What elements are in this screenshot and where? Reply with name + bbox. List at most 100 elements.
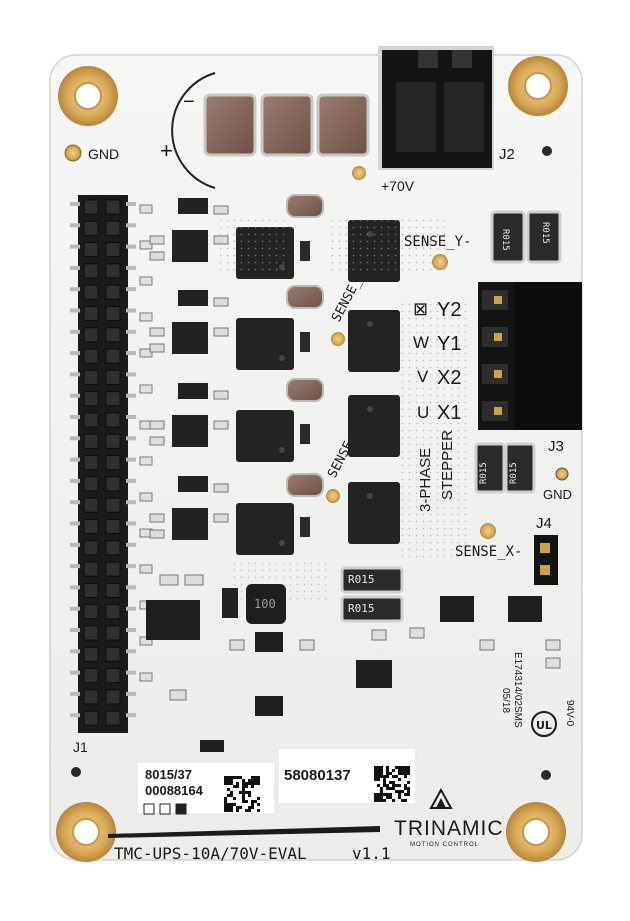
header-lead	[70, 691, 80, 696]
qr-module	[224, 797, 227, 800]
qr-module	[407, 781, 410, 784]
qr-module	[242, 794, 245, 797]
test-pad-sense-mid1	[331, 332, 345, 346]
qr-module	[227, 806, 230, 809]
header-pin	[83, 242, 99, 258]
ul-marking-line1: 94V-0	[564, 700, 575, 727]
qr-module	[239, 791, 242, 794]
header-pin	[105, 476, 121, 492]
header-pin	[83, 327, 99, 343]
qr-module	[392, 799, 395, 802]
qr-module	[398, 793, 401, 796]
qr-module	[251, 782, 254, 785]
qr-module	[383, 775, 386, 778]
qr-module	[404, 766, 407, 769]
qr-module	[395, 775, 398, 778]
checkbox-squares	[143, 803, 187, 815]
qr-module	[236, 782, 239, 785]
phase-v-symbol: V	[417, 367, 429, 386]
qr-module	[392, 787, 395, 790]
test-pad-70v	[352, 166, 366, 180]
qr-module	[230, 782, 233, 785]
qr-module	[401, 766, 404, 769]
header-pin	[105, 433, 121, 449]
mosfet-dot	[367, 493, 373, 499]
header-pin	[83, 540, 99, 556]
qr-module	[254, 782, 257, 785]
qr-module	[254, 779, 257, 782]
lower-components	[146, 574, 561, 752]
qr-module	[224, 809, 227, 812]
small-diode	[300, 424, 310, 444]
sticker-right-serial: 58080137	[284, 767, 351, 784]
qr-module	[398, 790, 401, 793]
qr-module	[389, 781, 392, 784]
header-lead	[70, 542, 80, 547]
header-pin	[105, 284, 121, 300]
qr-module	[242, 797, 245, 800]
header-pin	[83, 263, 99, 279]
smd-part	[213, 297, 229, 307]
mosfet	[236, 318, 294, 370]
qr-module	[224, 803, 227, 806]
smd-part	[139, 204, 153, 214]
qr-module	[233, 776, 236, 779]
header-lead	[70, 628, 80, 632]
header-lead	[70, 393, 80, 398]
header-lead	[126, 393, 136, 398]
header-lead	[126, 265, 136, 270]
polarity-minus-label: −	[183, 91, 195, 113]
j1-label: J1	[73, 739, 88, 755]
j2-label: J2	[499, 146, 515, 163]
header-lead	[126, 202, 136, 206]
qr-module	[236, 809, 239, 812]
gnd-label-right: GND	[543, 487, 572, 502]
header-pin	[105, 220, 121, 236]
small-chip	[178, 383, 208, 399]
header-lead	[126, 564, 136, 569]
ul-mark-icon: UL	[531, 711, 557, 737]
header-pin	[83, 561, 99, 577]
qr-module	[407, 793, 410, 796]
qr-module	[251, 776, 254, 779]
phase-w-symbol: W	[413, 333, 430, 352]
header-pin	[83, 646, 99, 662]
small-chip	[178, 476, 208, 492]
qr-module	[233, 785, 236, 788]
header-pin	[105, 242, 121, 258]
mounting-hole-top-left	[58, 66, 118, 126]
mounting-hole-bottom-left	[56, 802, 116, 862]
qr-module	[239, 776, 242, 779]
header-lead	[126, 351, 136, 356]
driver-chip	[172, 508, 208, 540]
header-lead	[126, 628, 136, 632]
header-pin	[105, 391, 121, 407]
mosfet-dot	[279, 355, 285, 361]
resistor-marking-5: R015	[479, 462, 489, 484]
header-lead	[70, 308, 80, 313]
qr-module	[407, 766, 410, 769]
phase-y2-label: Y2	[437, 299, 462, 321]
header-lead	[70, 202, 80, 206]
qr-module	[227, 776, 230, 779]
header-lead	[126, 542, 136, 547]
header-pin	[105, 668, 121, 684]
via-field-3	[400, 300, 470, 560]
header-pin	[83, 710, 99, 726]
smd-part	[213, 390, 229, 400]
header-pin	[83, 519, 99, 534]
header-pin	[83, 455, 99, 471]
header-lead	[126, 521, 136, 526]
qr-module	[224, 806, 227, 809]
qr-module	[404, 793, 407, 796]
qr-module	[242, 791, 245, 794]
test-pad-right-small	[542, 146, 552, 156]
stepper-label-line1: 3-PHASE	[417, 447, 434, 512]
qr-module	[242, 779, 245, 782]
header-lead	[70, 244, 80, 249]
header-lead	[126, 691, 136, 696]
header-lead	[70, 500, 80, 505]
header-pin	[83, 348, 99, 364]
qr-module	[395, 784, 398, 787]
ul-marking-line3: 05/18	[500, 688, 511, 714]
